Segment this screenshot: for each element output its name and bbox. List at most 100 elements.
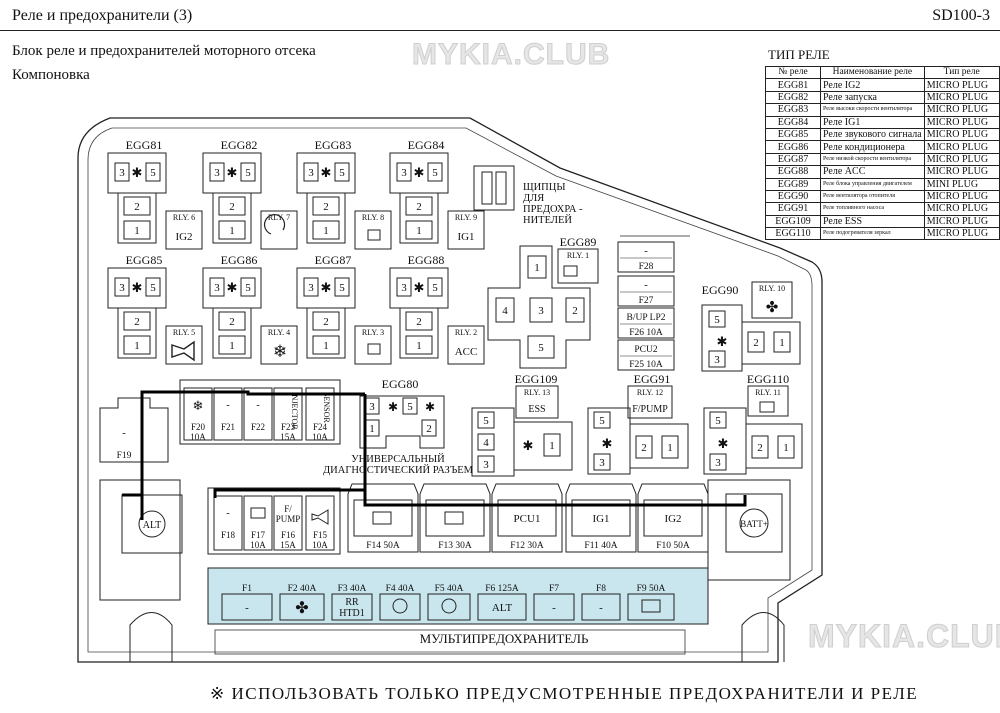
- relay-pin-5: [334, 277, 350, 297]
- multi-fuse-caption: МУЛЬТИПРЕДОХРАНИТЕЛЬ: [420, 631, 589, 646]
- relay-type-cell: MICRO PLUG: [923, 127, 1000, 142]
- mirror-heater-icon: [759, 401, 775, 413]
- relay-pin-2-label: 2: [323, 316, 329, 328]
- relay-pin-2: [123, 196, 151, 216]
- relay-pin-5: [334, 162, 350, 182]
- abs-icon: [441, 598, 457, 614]
- connector-caption-line: ДИАГНОСТИЧЕСКИЙ РАЗЪЕМ: [323, 464, 474, 476]
- relay-id-label: EGG85: [126, 253, 163, 267]
- relay-pin-2: [747, 331, 765, 353]
- battery-icon: [372, 511, 392, 525]
- fuse-cell: [183, 387, 213, 441]
- relay-pin-1: [773, 331, 791, 353]
- fuse-name: F26 10A: [629, 328, 663, 338]
- relay-pin-3: [114, 277, 130, 297]
- fuse-box-inner-outline: [87, 127, 813, 653]
- relay-pin-3-label: 3: [715, 457, 721, 469]
- fuse-dash: -: [122, 427, 126, 439]
- fuse-label: -: [599, 602, 603, 614]
- relay-function-label: ESS: [528, 404, 545, 415]
- relay-pin-5: [240, 277, 256, 297]
- relay-socket-right: [629, 423, 689, 469]
- fuse-name: F25 10A: [629, 360, 663, 370]
- fuse-label: HTD1: [339, 608, 365, 619]
- defrost-icon: ❄: [193, 398, 204, 413]
- relay-type-cell: MICRO PLUG: [923, 152, 1000, 167]
- relay-pin-1: [527, 255, 547, 279]
- fuse-name: F3 40A: [338, 584, 367, 594]
- block-title: Блок реле и предохранителей моторного от…: [12, 43, 316, 59]
- mount-tab-left: [129, 612, 173, 662]
- relay-center-mark: ✱: [717, 334, 728, 349]
- relay-pin-5: [145, 277, 161, 297]
- fuse-f18: -F18: [213, 495, 243, 551]
- multi-fuse-f2: F2 40A✤: [279, 584, 325, 621]
- cartridge-fuse-body: [353, 499, 413, 537]
- relay-center-mark: ✱: [321, 165, 332, 180]
- relay-pin-3-label: 3: [308, 282, 314, 294]
- relay-pin-5-label: 5: [599, 415, 605, 427]
- mount-tab-right: [741, 612, 785, 662]
- relay-pin-3: [593, 453, 611, 471]
- fuse-name: F27: [639, 296, 654, 306]
- relay-pin-3: [209, 162, 225, 182]
- relay-pin-1: [312, 335, 340, 355]
- block-subtitle: Компоновка: [12, 67, 90, 83]
- relay-pin-2: [218, 311, 246, 331]
- fuse-puller-slot: [473, 165, 515, 211]
- relay-pin-5-label: 5: [339, 282, 345, 294]
- relay-label-box: [747, 385, 789, 417]
- horn-icon: [311, 509, 329, 525]
- relay-pin-5: [427, 277, 443, 297]
- connector-pin-5-label: 5: [407, 401, 413, 413]
- relay-label-box: [557, 248, 599, 284]
- relay-function-label: IG1: [457, 231, 474, 243]
- fuse-name: F9 50A: [637, 584, 666, 594]
- multi-fuse-slot: [331, 593, 373, 621]
- relay-pin-4: [495, 297, 515, 323]
- relay-pin-1-label: 1: [229, 225, 235, 237]
- mini-relay-socket: [487, 245, 591, 369]
- fuse-f19-socket: [99, 397, 169, 463]
- relay-id-label: EGG110: [747, 372, 789, 386]
- fuse-rating: 15A: [280, 540, 296, 550]
- fuse-name: F8: [596, 584, 606, 594]
- relay-rly-number: RLY. 11: [755, 388, 781, 397]
- fuse-label: -: [245, 602, 249, 614]
- relay-pin-3-label: 3: [599, 457, 605, 469]
- relay-type-title: ТИП РЕЛЕ: [768, 47, 830, 62]
- relay-pin-1: [218, 335, 246, 355]
- header-divider: [0, 30, 1000, 31]
- relay-rly-number: RLY. 1: [567, 251, 589, 260]
- connector-caption-line: УНИВЕРСАЛЬНЫЙ: [351, 453, 445, 465]
- relay-pin-5-label: 5: [538, 342, 544, 354]
- multi-fuse-slot: [581, 593, 621, 621]
- relay-pin-4: [477, 433, 495, 451]
- fuse-name: F15: [313, 530, 328, 540]
- cartridge-fuse-socket: [347, 483, 419, 553]
- fuse-cell: [617, 241, 675, 273]
- relay-type-cell: MINI PLUG: [923, 177, 1000, 191]
- relay-pin-3: [209, 277, 225, 297]
- multi-fuse-slot: [427, 593, 471, 621]
- main-bus-wire: [363, 490, 747, 507]
- fuse-name: F28: [639, 262, 654, 272]
- cartridge-fuse-socket: [565, 483, 637, 553]
- relay-rly-number: RLY. 3: [362, 328, 384, 337]
- relay-pin-1-label: 1: [416, 225, 422, 237]
